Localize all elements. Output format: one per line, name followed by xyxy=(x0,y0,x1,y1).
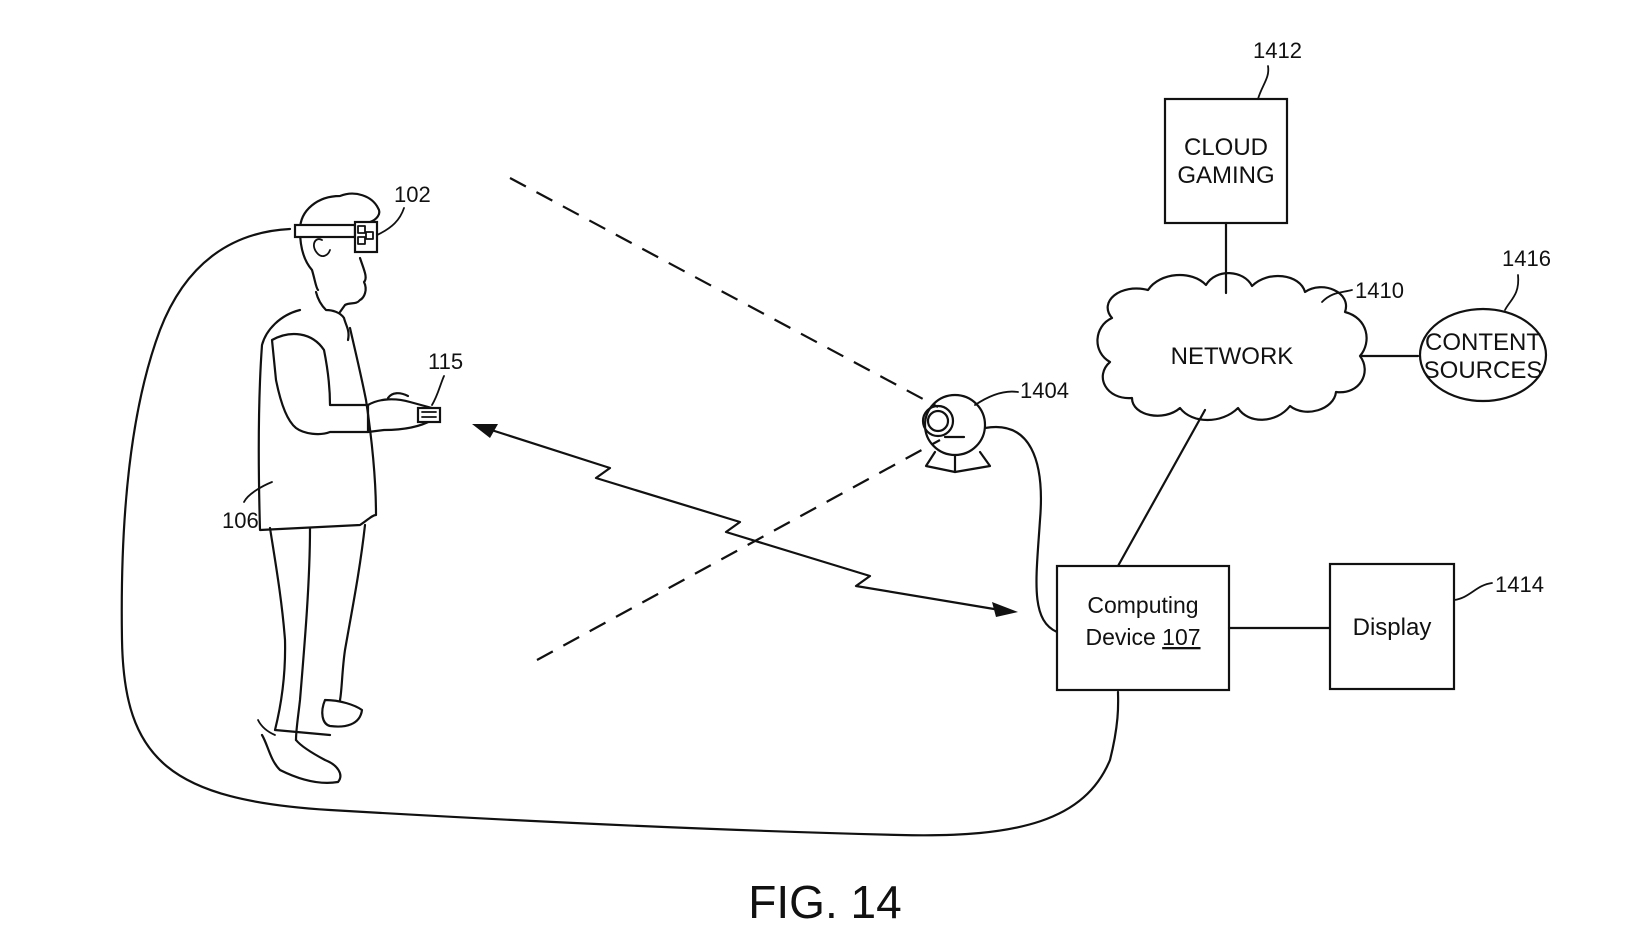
content-sources-label-line1: CONTENT xyxy=(1425,329,1541,356)
computing-device-label-prefix: Device xyxy=(1085,624,1162,650)
arrowhead-right xyxy=(992,602,1018,617)
cloud-gaming-label-line2: GAMING xyxy=(1177,162,1274,189)
camera-fov-line-upper xyxy=(509,177,939,408)
hmd-ref: 102 xyxy=(394,182,431,207)
display-box xyxy=(1328,562,1456,691)
user-ref-leader xyxy=(243,481,273,503)
controller-ref-leader xyxy=(431,375,445,406)
network-to-computing-link xyxy=(1116,408,1207,568)
cloud-gaming-box xyxy=(1163,97,1289,225)
figure-caption: FIG. 14 xyxy=(748,876,901,928)
camera-1404 xyxy=(921,393,992,474)
content-sources-ref: 1416 xyxy=(1502,246,1551,271)
network-label: NETWORK xyxy=(1171,343,1294,370)
arrowhead-left xyxy=(472,424,498,438)
computing-device-ref: 107 xyxy=(1162,624,1200,650)
computing-device-label-line1: Computing xyxy=(1087,592,1198,618)
controller-ref: 115 xyxy=(428,349,463,374)
display-ref-leader xyxy=(1453,582,1493,601)
user-figure xyxy=(257,192,442,784)
computing-device-label-line2: Device 107 xyxy=(1085,624,1200,650)
hmd-cable xyxy=(120,227,1120,837)
user-ref: 106 xyxy=(222,508,259,533)
network-cloud xyxy=(1096,272,1368,421)
computing-device-box xyxy=(1055,564,1231,692)
network-ref-leader xyxy=(1321,289,1353,303)
content-sources-label-line2: SOURCES xyxy=(1424,357,1543,384)
content-sources-ref-leader xyxy=(1504,274,1520,311)
camera-fov-line-lower xyxy=(536,439,941,661)
display-label: Display xyxy=(1353,614,1432,641)
cloud-gaming-ref-leader xyxy=(1257,65,1270,100)
network-ref: 1410 xyxy=(1355,278,1404,303)
wireless-signal-arrow xyxy=(480,425,1002,612)
cloud-gaming-ref: 1412 xyxy=(1253,38,1302,63)
hmd-ref-leader xyxy=(376,207,405,236)
cloud-gaming-label-line1: CLOUD xyxy=(1184,134,1268,161)
camera-ref-leader xyxy=(974,390,1019,406)
camera-ref: 1404 xyxy=(1020,378,1069,403)
display-ref: 1414 xyxy=(1495,572,1544,597)
content-sources-ellipse xyxy=(1418,307,1548,403)
camera-cable xyxy=(983,425,1059,634)
